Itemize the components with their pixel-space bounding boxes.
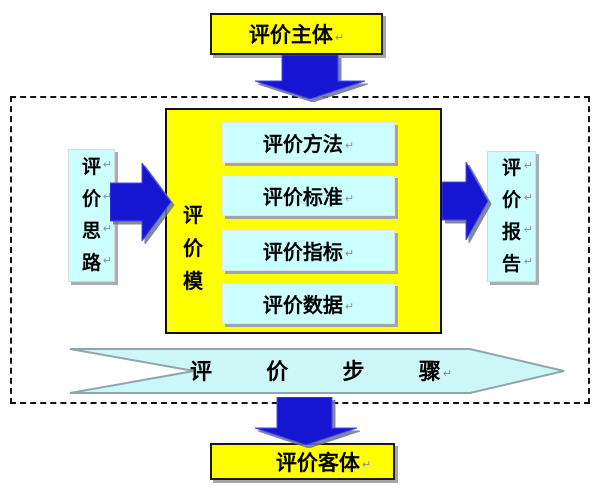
node-label-char: 价	[501, 189, 521, 211]
node-label-char: 评	[81, 156, 101, 178]
node-label: 评价标准	[262, 187, 343, 209]
node-evaluation-approach: 评 ↵ 价 ↵ 思 ↵ 路 ↵	[68, 149, 115, 282]
paragraph-mark-icon: ↵	[102, 221, 112, 235]
node-label-char: 评	[190, 359, 213, 384]
paragraph-mark-icon: ↵	[102, 189, 112, 203]
node-evaluation-report: 评 ↵ 价 ↵ 报 ↵ 告 ↵	[487, 151, 536, 282]
process-pennant-arrow-icon	[69, 348, 565, 394]
node-evaluation-criteria: 评价标准 ↵	[222, 175, 395, 216]
node-label-char: 报	[501, 221, 521, 243]
node-evaluation-method: 评价方法 ↵	[222, 122, 395, 163]
right-arrow-left-icon	[110, 163, 172, 241]
node-label-char: 告	[501, 253, 521, 275]
node-label-char: 步	[342, 359, 365, 384]
paragraph-mark-icon: ↵	[344, 247, 355, 260]
node-label: 评价客体	[275, 450, 360, 475]
node-label-char: 价	[81, 188, 101, 210]
down-arrow-top-icon	[254, 55, 366, 99]
paragraph-mark-icon: ↵	[361, 458, 372, 471]
node-label: 评价数据	[262, 295, 343, 317]
node-evaluation-indicators: 评价指标 ↵	[222, 230, 395, 271]
paragraph-mark-icon: ↵	[523, 158, 533, 172]
node-label-char: 评	[501, 157, 521, 179]
node-label-char: 价	[183, 238, 203, 260]
paragraph-mark-icon: ↵	[344, 300, 355, 313]
paragraph-mark-icon: ↵	[523, 222, 533, 236]
down-arrow-bottom-icon	[254, 397, 358, 445]
node-label-char: 骤	[418, 359, 441, 384]
paragraph-mark-icon: ↵	[102, 253, 112, 267]
node-label-char: 模	[183, 271, 203, 293]
paragraph-mark-icon: ↵	[344, 192, 355, 205]
right-arrow-right-icon	[442, 162, 489, 240]
node-evaluation-data: 评价数据 ↵	[222, 283, 395, 324]
paragraph-mark-icon: ↵	[344, 139, 355, 152]
paragraph-mark-icon: ↵	[334, 30, 345, 44]
node-evaluation-subject: 评价主体 ↵	[210, 13, 383, 55]
paragraph-mark-icon: ↵	[523, 254, 533, 268]
node-evaluation-model: 评 价 模 评价方法 ↵ 评价标准 ↵ 评价指标 ↵ 评价数据 ↵	[165, 108, 442, 334]
node-label-char: 评	[183, 205, 203, 227]
node-label-char: 路	[81, 252, 101, 274]
paragraph-mark-icon: ↵	[442, 366, 452, 380]
node-label: 评价指标	[262, 242, 343, 264]
node-label: 评价方法	[262, 134, 343, 156]
node-label: 评价主体	[248, 23, 333, 47]
model-side-label: 评 价 模	[179, 200, 207, 299]
paragraph-mark-icon: ↵	[102, 157, 112, 171]
node-evaluation-object: 评价客体 ↵	[210, 443, 395, 480]
node-label-char: 思	[81, 220, 101, 242]
node-label-char: 价	[266, 359, 289, 384]
paragraph-mark-icon: ↵	[523, 190, 533, 204]
process-steps-label: 评 价 步 骤 ↵	[190, 354, 452, 386]
